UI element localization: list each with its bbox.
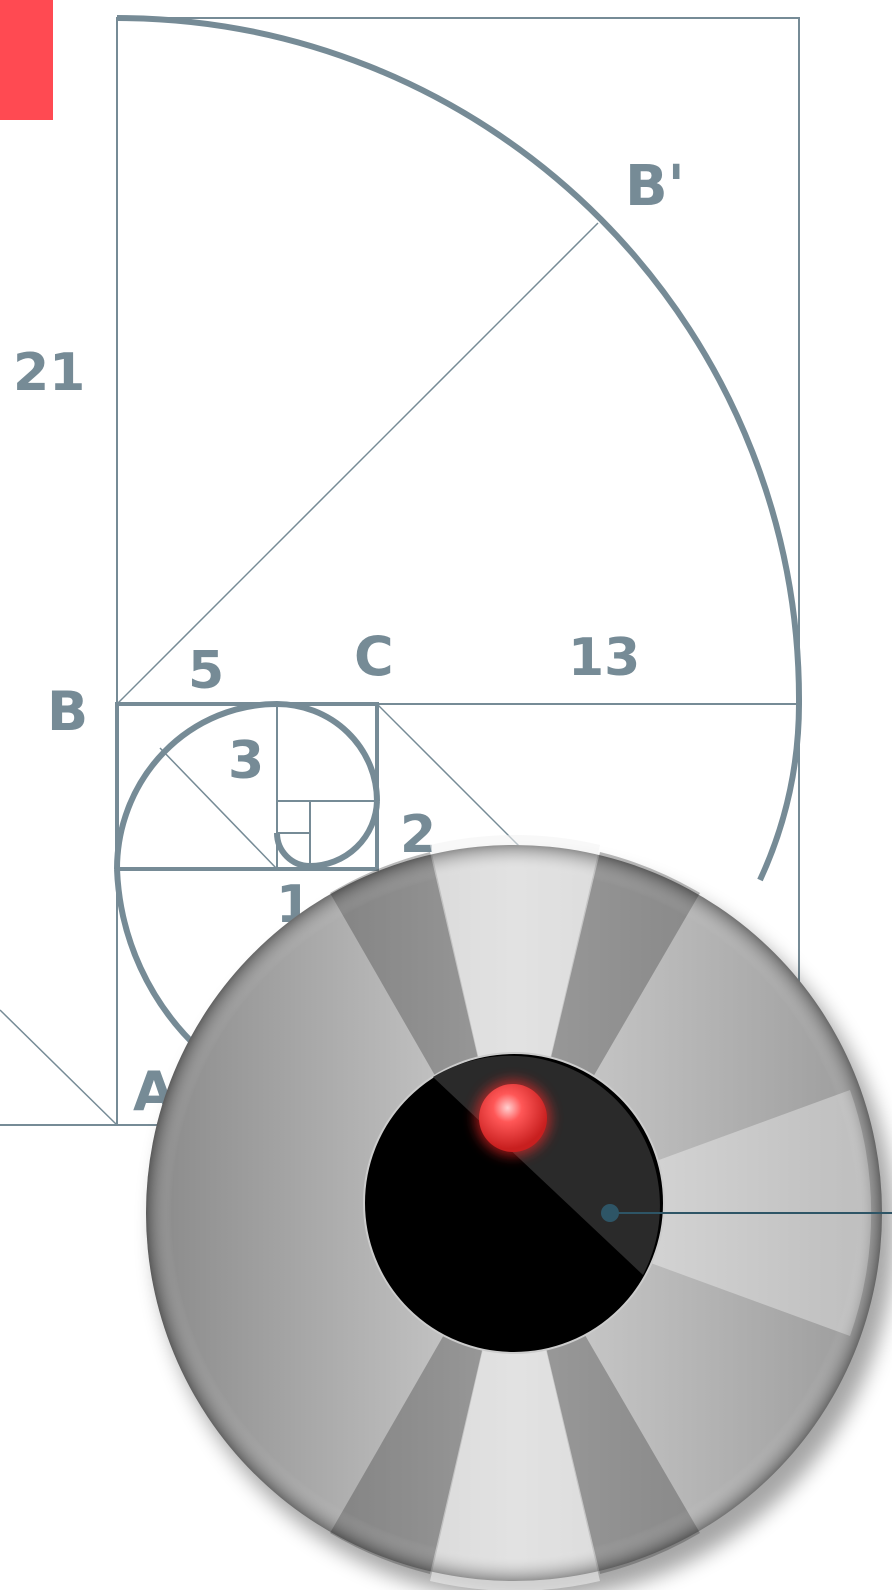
square-tiny <box>277 801 310 833</box>
spiral-arc-2 <box>310 801 377 866</box>
red-accent-block <box>0 0 53 120</box>
label-21: 21 <box>13 343 85 403</box>
spiral-arc-1 <box>277 833 310 866</box>
spiral-arc-3 <box>277 704 377 801</box>
label-5: 5 <box>188 641 224 701</box>
metal-knob[interactable] <box>146 835 892 1590</box>
spiral-arc-13 <box>760 704 799 880</box>
spiral-arc-8 <box>117 869 200 1050</box>
label-13: 13 <box>568 628 640 688</box>
label-3: 3 <box>228 731 264 791</box>
diagonal-left-bottom <box>0 1010 117 1125</box>
indicator-dot <box>475 1080 551 1156</box>
label-c: C <box>354 625 394 688</box>
label-b-prime: B' <box>625 154 685 219</box>
label-b: B <box>47 680 88 743</box>
diagonal-c <box>377 704 520 847</box>
